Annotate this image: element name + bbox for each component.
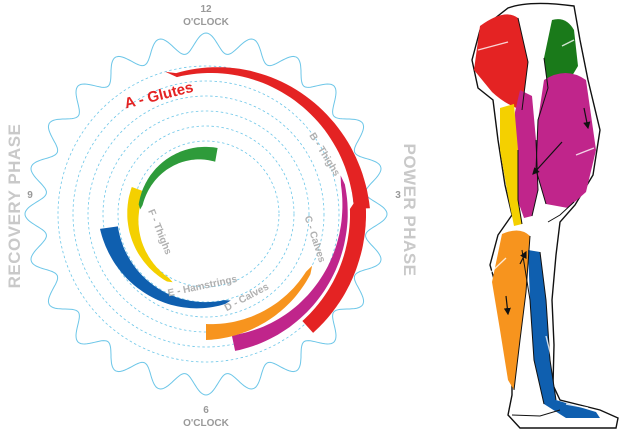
ring-4: [102, 110, 310, 318]
ring-5: [117, 125, 295, 303]
muscle-highlights: [477, 39, 595, 409]
clock-12-label: O'CLOCK: [183, 17, 229, 28]
segment-label-e: E - Hamstrings: [167, 274, 239, 300]
chainring-outline: [24, 32, 388, 396]
clock-3-hour: 3: [395, 190, 401, 201]
shin-muscle: [528, 250, 600, 418]
leg-illustration: [471, 2, 619, 429]
arc-c-calves: [231, 175, 348, 351]
quad-muscle: [536, 73, 596, 208]
calf-muscle: [492, 230, 530, 390]
ring-2: [72, 80, 340, 348]
clock-9-hour: 9: [27, 190, 33, 201]
rear-thigh-muscle: [500, 104, 522, 226]
clock-12-hour: 12: [200, 4, 212, 15]
arc-f-thighs: [127, 187, 173, 283]
arc-a-glutes: [165, 67, 370, 209]
arc-g-glutes: [138, 146, 218, 210]
clock-6-label: O'CLOCK: [183, 418, 229, 429]
arc-b-thighs: [302, 198, 366, 333]
arc-e-hamstrings: [100, 226, 231, 309]
segment-label-a: A - Glutes: [123, 79, 195, 113]
clock-6-hour: 6: [203, 405, 209, 416]
hip-muscle: [544, 19, 578, 88]
arc-d-calves: [206, 265, 313, 340]
power-phase-label: POWER PHASE: [400, 143, 419, 276]
dashed-rings: [57, 65, 355, 363]
leg-contour-lines: [511, 17, 575, 417]
glute-muscle: [474, 14, 528, 110]
ring-6: [132, 140, 280, 288]
muscle-direction-arrows: [503, 107, 591, 316]
segment-label-f: F - Thighs: [145, 208, 173, 257]
muscle-arcs: [100, 67, 370, 351]
recovery-phase-label: RECOVERY PHASE: [5, 124, 24, 289]
